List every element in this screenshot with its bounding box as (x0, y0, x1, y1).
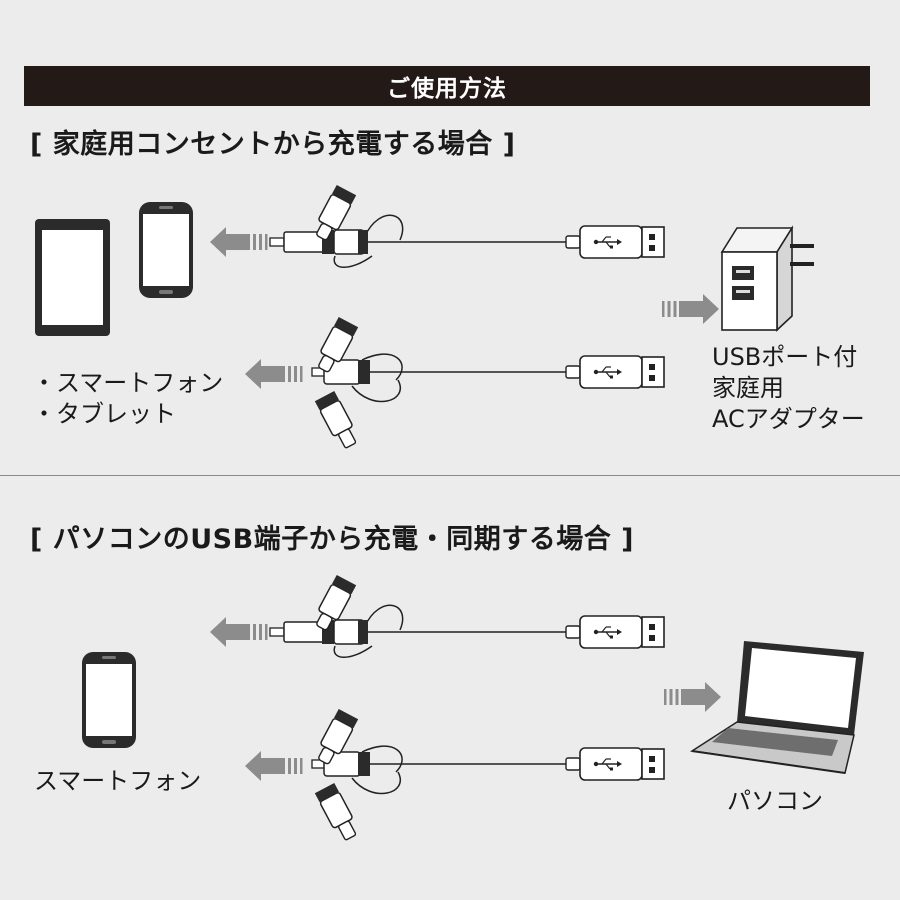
devices-label-2: スマートフォン (34, 766, 201, 797)
page-title: ご使用方法 (24, 66, 870, 106)
devices-label-1: ・スマートフォン ・タブレット (32, 368, 223, 430)
source-label-line: パソコン (727, 787, 823, 815)
usb-cable-icon (270, 575, 664, 657)
smartphone-icon (82, 652, 136, 748)
smartphone-icon (139, 202, 193, 298)
usb-cable-icon (312, 317, 664, 451)
source-label-line: ACアダプター (712, 405, 865, 433)
arrow-left-icon (245, 359, 303, 389)
arrow-right-icon (662, 294, 719, 324)
usb-cable-icon (312, 709, 664, 843)
section-divider (0, 475, 900, 476)
section-heading-pc-usb: [ パソコンのUSB端子から充電・同期する場合 ] (30, 524, 634, 555)
devices-label-line: スマートフォン (34, 767, 202, 795)
source-label-pc: パソコン (727, 786, 823, 817)
laptop-icon (689, 641, 864, 774)
source-label-line: USBポート付 (712, 343, 858, 371)
arrow-right-icon (664, 682, 721, 712)
source-label-line: 家庭用 (712, 374, 784, 402)
usb-cable-icon (270, 185, 664, 267)
tablet-icon (35, 219, 110, 336)
arrow-left-icon (210, 617, 268, 647)
arrow-left-icon (245, 751, 303, 781)
source-label-ac-adapter: USBポート付 家庭用 ACアダプター (712, 342, 865, 435)
devices-label-line: ・スマートフォン (32, 369, 224, 397)
devices-label-line: ・タブレット (32, 400, 176, 428)
section-heading-home-outlet: [ 家庭用コンセントから充電する場合 ] (30, 129, 516, 160)
arrow-left-icon (210, 227, 268, 257)
ac-adapter-icon (720, 225, 814, 332)
